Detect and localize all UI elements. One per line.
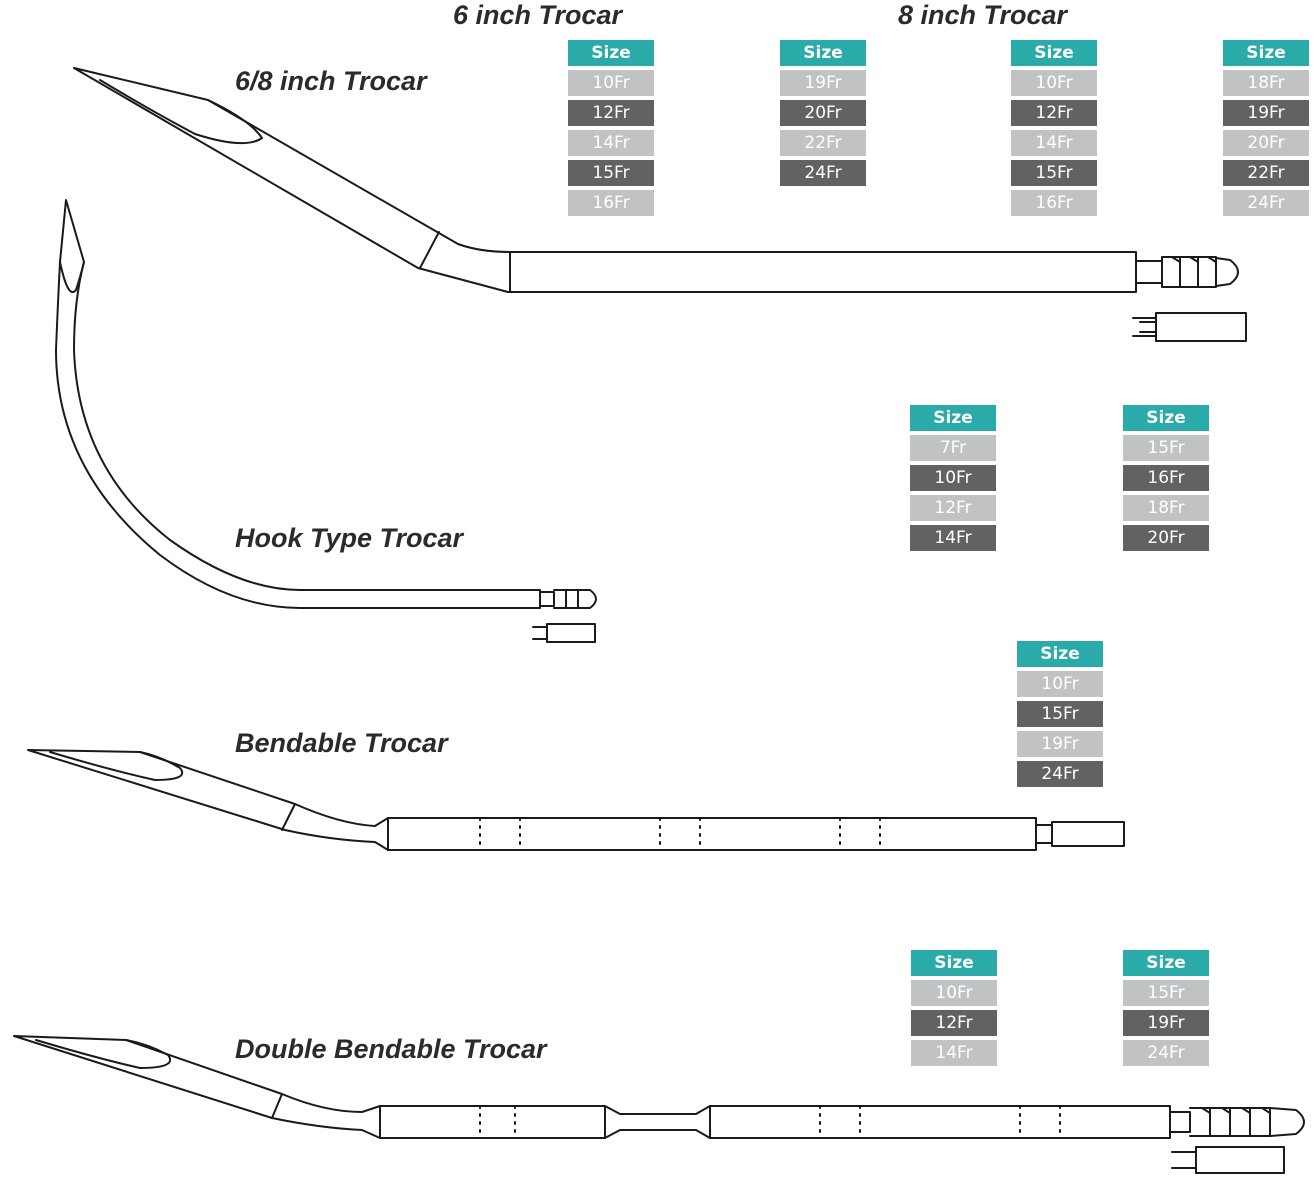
trocar-6-8-inch-drawing bbox=[73, 67, 1247, 342]
size-cell: 19Fr bbox=[1223, 100, 1309, 126]
trocar-double-bendable-drawing bbox=[13, 1035, 1305, 1174]
size-cell: 15Fr bbox=[1123, 435, 1209, 461]
size-cell: 18Fr bbox=[1123, 495, 1209, 521]
trocar-bendable-drawing bbox=[27, 749, 1125, 851]
size-cell: 16Fr bbox=[568, 190, 654, 216]
size-cell: 12Fr bbox=[911, 1010, 997, 1036]
size-header: Size bbox=[911, 950, 997, 976]
title-hook-type-trocar: Hook Type Trocar bbox=[235, 523, 464, 553]
size-cell: 20Fr bbox=[1223, 130, 1309, 156]
title-six-eight-inch-trocar: 6/8 inch Trocar bbox=[235, 66, 427, 96]
size-cell: 19Fr bbox=[1123, 1010, 1209, 1036]
size-table-double-bendable-large: Size 15Fr 19Fr 24Fr bbox=[1123, 950, 1209, 1070]
size-header: Size bbox=[1123, 405, 1209, 431]
size-table-8-inch-small: Size 10Fr 12Fr 14Fr 15Fr 16Fr bbox=[1011, 40, 1097, 220]
size-cell: 10Fr bbox=[910, 465, 996, 491]
size-table-hook-small: Size 7Fr 10Fr 12Fr 14Fr bbox=[910, 405, 996, 555]
size-header: Size bbox=[1017, 641, 1103, 667]
size-cell: 22Fr bbox=[1223, 160, 1309, 186]
size-table-6-inch-large: Size 19Fr 20Fr 22Fr 24Fr bbox=[780, 40, 866, 190]
title-double-bendable-trocar: Double Bendable Trocar bbox=[235, 1034, 547, 1064]
size-cell: 16Fr bbox=[1011, 190, 1097, 216]
size-header: Size bbox=[1123, 950, 1209, 976]
size-table-6-inch-small: Size 10Fr 12Fr 14Fr 15Fr 16Fr bbox=[568, 40, 654, 220]
size-table-double-bendable-small: Size 10Fr 12Fr 14Fr bbox=[911, 950, 997, 1070]
size-cell: 22Fr bbox=[780, 130, 866, 156]
size-cell: 19Fr bbox=[1017, 731, 1103, 757]
size-cell: 16Fr bbox=[1123, 465, 1209, 491]
size-cell: 7Fr bbox=[910, 435, 996, 461]
size-cell: 12Fr bbox=[910, 495, 996, 521]
size-table-bendable: Size 10Fr 15Fr 19Fr 24Fr bbox=[1017, 641, 1103, 791]
size-cell: 10Fr bbox=[1011, 70, 1097, 96]
size-cell: 14Fr bbox=[568, 130, 654, 156]
trocar-hook-type-drawing bbox=[55, 199, 597, 643]
size-cell: 20Fr bbox=[780, 100, 866, 126]
size-cell: 20Fr bbox=[1123, 525, 1209, 551]
size-cell: 15Fr bbox=[568, 160, 654, 186]
size-cell: 10Fr bbox=[911, 980, 997, 1006]
size-cell: 12Fr bbox=[568, 100, 654, 126]
size-cell: 14Fr bbox=[911, 1040, 997, 1066]
size-cell: 24Fr bbox=[1223, 190, 1309, 216]
size-cell: 24Fr bbox=[780, 160, 866, 186]
size-table-8-inch-large: Size 18Fr 19Fr 20Fr 22Fr 24Fr bbox=[1223, 40, 1309, 220]
size-cell: 15Fr bbox=[1011, 160, 1097, 186]
size-cell: 15Fr bbox=[1123, 980, 1209, 1006]
size-header: Size bbox=[910, 405, 996, 431]
size-header: Size bbox=[568, 40, 654, 66]
size-cell: 10Fr bbox=[1017, 671, 1103, 697]
size-cell: 14Fr bbox=[910, 525, 996, 551]
size-cell: 12Fr bbox=[1011, 100, 1097, 126]
size-cell: 24Fr bbox=[1123, 1040, 1209, 1066]
size-cell: 24Fr bbox=[1017, 761, 1103, 787]
size-cell: 19Fr bbox=[780, 70, 866, 96]
title-eight-inch-trocar: 8 inch Trocar bbox=[898, 0, 1068, 30]
size-table-hook-large: Size 15Fr 16Fr 18Fr 20Fr bbox=[1123, 405, 1209, 555]
size-cell: 14Fr bbox=[1011, 130, 1097, 156]
title-six-inch-trocar: 6 inch Trocar bbox=[453, 0, 623, 30]
title-bendable-trocar: Bendable Trocar bbox=[235, 728, 448, 758]
size-cell: 18Fr bbox=[1223, 70, 1309, 96]
size-header: Size bbox=[1223, 40, 1309, 66]
size-header: Size bbox=[780, 40, 866, 66]
size-header: Size bbox=[1011, 40, 1097, 66]
size-cell: 15Fr bbox=[1017, 701, 1103, 727]
size-cell: 10Fr bbox=[568, 70, 654, 96]
